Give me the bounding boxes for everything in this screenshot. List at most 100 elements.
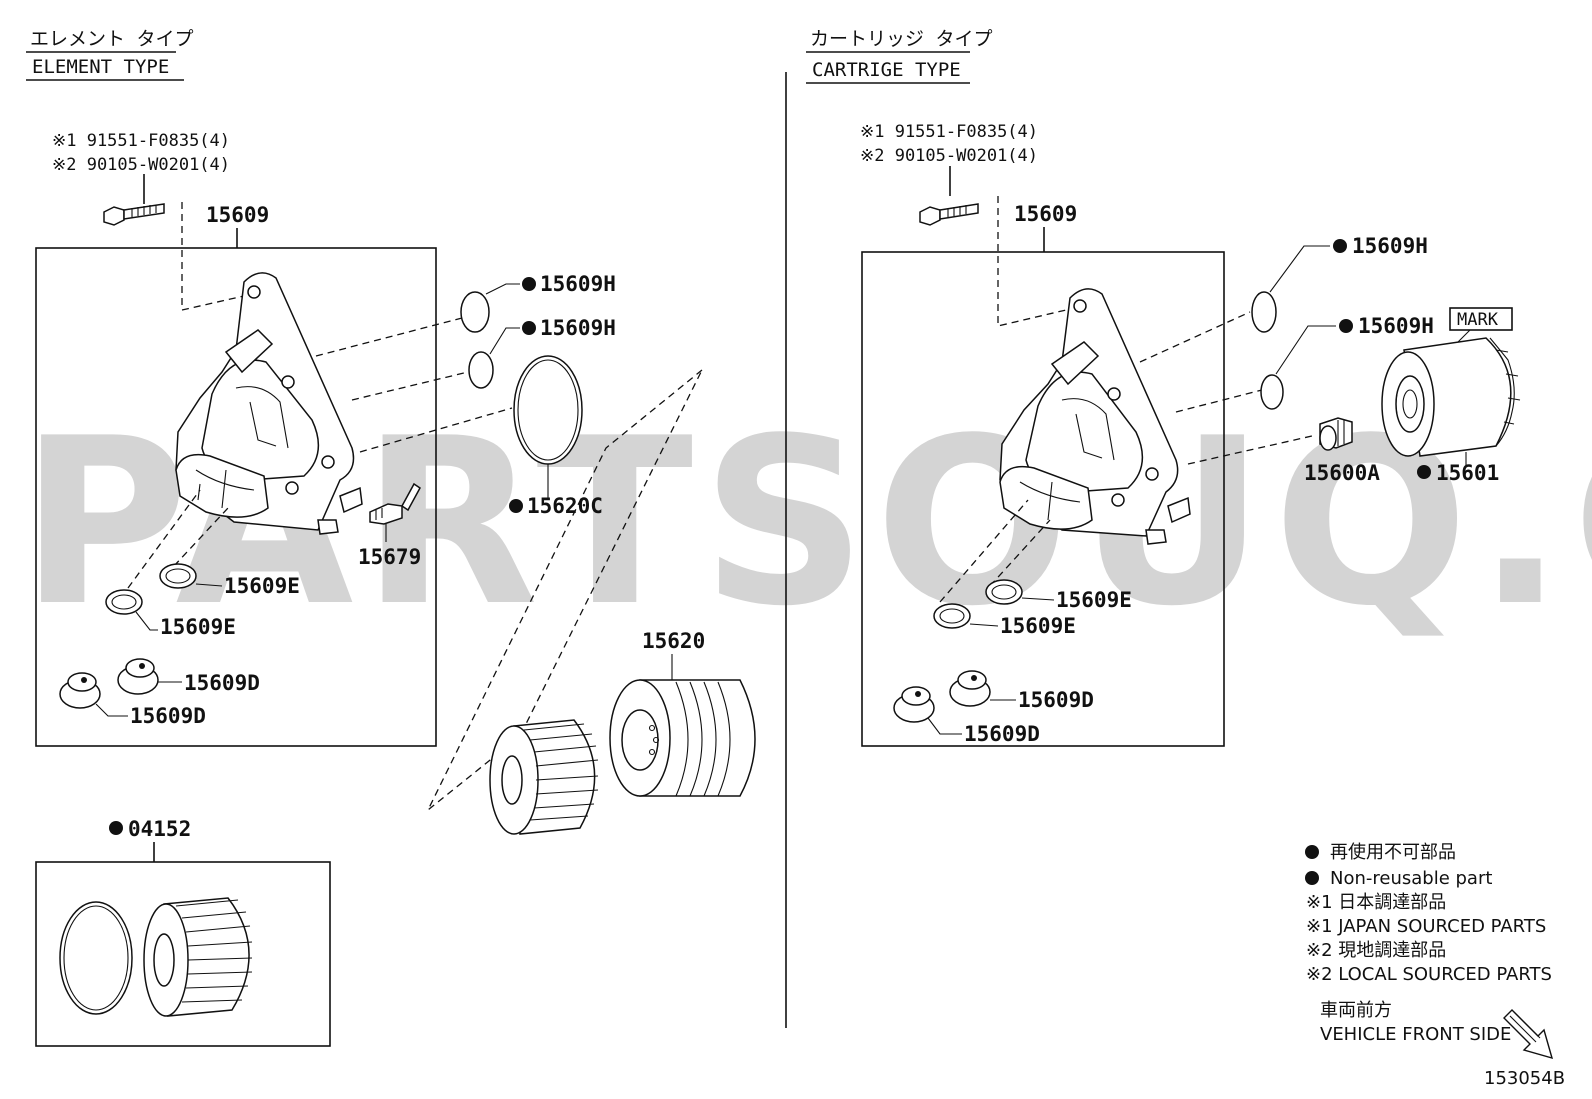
left-oring-lower-dot-icon [522, 321, 536, 335]
figure-id: 153054B [1484, 1068, 1565, 1089]
right-gasket-1-icon [985, 579, 1023, 605]
left-oring-lower-leader [489, 327, 520, 355]
left-cap-icon [609, 679, 756, 797]
legend-front-jp: 車両前方 [1320, 1000, 1392, 1021]
left-housing-label: 15609 [206, 203, 269, 227]
left-oring-upper-icon [460, 291, 490, 333]
right-title-jp: カートリッジ タイプ [810, 28, 992, 50]
right-dash-oring-2 [1175, 389, 1263, 413]
left-bolt-note-1: ※1 91551-F0835(4) [52, 131, 230, 151]
left-oring-upper-label: 15609H [540, 272, 616, 296]
left-panel: エレメント タイプ ELEMENT TYPE ※1 91551-F0835(4)… [26, 28, 756, 1047]
legend-note1-jp: ※1 日本調達部品 [1306, 892, 1446, 913]
left-big-oring-label: 15620C [527, 494, 603, 518]
legend: 再使用不可部品 Non-reusable part ※1 日本調達部品 ※1 J… [1305, 842, 1554, 1060]
right-oring-upper-dot-icon [1333, 239, 1347, 253]
left-kit-label: 04152 [128, 817, 191, 841]
right-filter-icon [1381, 337, 1521, 457]
left-bolt-icon [103, 203, 165, 226]
left-oring-lower-label: 15609H [540, 316, 616, 340]
right-dash-gasket-2 [989, 519, 1051, 587]
right-oring-upper-icon [1251, 291, 1277, 333]
left-oring-lower-icon [468, 351, 494, 389]
left-plug-1-icon [117, 658, 159, 695]
right-filter-dot-icon [1417, 465, 1431, 479]
left-dash-gasket-1 [127, 489, 201, 589]
left-kit-oring-icon [59, 901, 133, 1015]
right-union-icon [1319, 417, 1353, 451]
right-union-label: 15600A [1304, 461, 1380, 485]
right-oring-upper-leader [1269, 245, 1330, 293]
right-gasket-2-inner [939, 608, 965, 624]
left-housing-frame [35, 247, 437, 747]
left-oring-upper-leader [485, 283, 520, 295]
right-gasket-1-leader [1021, 597, 1055, 601]
left-cap-label: 15620 [642, 629, 705, 653]
right-gasket-1-label: 15609E [1056, 588, 1132, 612]
right-plug-1-label: 15609D [1018, 688, 1094, 712]
legend-nonreusable-en: Non-reusable part [1330, 868, 1492, 889]
right-bolt-icon [919, 203, 979, 226]
right-mark-label: MARK [1457, 310, 1499, 330]
right-plug-2-label: 15609D [964, 722, 1040, 746]
left-plug-1-label: 15609D [184, 671, 260, 695]
right-title-en: CARTRIGE TYPE [812, 59, 961, 81]
right-panel: カートリッジ タイプ CARTRIGE TYPE ※1 91551-F0835(… [806, 28, 1521, 747]
right-gasket-2-label: 15609E [1000, 614, 1076, 638]
left-big-oring-inner [517, 359, 579, 461]
left-gasket-1-inner [165, 568, 191, 584]
left-housing-icon [175, 272, 363, 535]
right-dash-gasket-1 [939, 499, 1029, 603]
right-housing-label: 15609 [1014, 202, 1077, 226]
front-arrow-icon [1503, 1009, 1554, 1060]
right-plug-2-icon [893, 686, 935, 723]
legend-note2-en: ※2 LOCAL SOURCED PARTS [1306, 964, 1552, 985]
right-gasket-2-icon [933, 603, 971, 629]
left-dash-oring-1 [315, 317, 463, 357]
left-oring-upper-dot-icon [522, 277, 536, 291]
left-big-oring-icon [513, 355, 583, 465]
right-oring-lower-label: 15609H [1358, 314, 1434, 338]
left-kit-dot-icon [109, 821, 123, 835]
legend-note2-jp: ※2 現地調達部品 [1306, 940, 1446, 961]
left-dash-oring-2 [351, 371, 469, 401]
right-bolt-note-2: ※2 90105-W0201(4) [860, 146, 1038, 166]
left-switch-icon [369, 482, 421, 525]
left-plug-2-icon [59, 672, 101, 709]
right-mark-box [1449, 307, 1513, 331]
right-dash-union [1187, 435, 1313, 465]
right-oring-lower-leader [1275, 325, 1336, 375]
left-kit-oring-inner [63, 905, 129, 1011]
left-cap-dashline [427, 369, 703, 811]
left-bolt-note-2: ※2 90105-W0201(4) [52, 155, 230, 175]
right-dash-oring-1 [1139, 311, 1251, 363]
left-gasket-2-label: 15609E [160, 615, 236, 639]
left-gasket-2-icon [105, 589, 143, 615]
left-bolt-dashline [181, 202, 245, 311]
left-plug-2-label: 15609D [130, 704, 206, 728]
left-element-icon [489, 719, 599, 835]
legend-dot-en-icon [1305, 871, 1319, 885]
right-oring-upper-label: 15609H [1352, 234, 1428, 258]
right-plug-1-icon [949, 670, 991, 707]
legend-nonreusable-jp: 再使用不可部品 [1330, 842, 1456, 863]
right-bolt-note-1: ※1 91551-F0835(4) [860, 122, 1038, 142]
left-title-jp: エレメント タイプ [30, 28, 193, 50]
right-gasket-2-leader [969, 623, 999, 627]
right-oring-lower-dot-icon [1339, 319, 1353, 333]
left-switch-label: 15679 [358, 545, 421, 569]
right-gasket-1-inner [991, 584, 1017, 600]
left-title-en: ELEMENT TYPE [32, 56, 169, 78]
left-dash-gasket-2 [173, 507, 229, 567]
right-oring-lower-icon [1260, 374, 1284, 410]
legend-front-en: VEHICLE FRONT SIDE [1320, 1024, 1511, 1045]
right-housing-frame [861, 251, 1225, 747]
left-gasket-1-leader [195, 583, 223, 587]
left-big-oring-dot-icon [509, 499, 523, 513]
left-gasket-1-icon [159, 563, 197, 589]
right-filter-label: 15601 [1436, 461, 1499, 485]
right-housing-icon [999, 288, 1191, 545]
left-gasket-2-leader [135, 611, 158, 631]
left-kit-element-icon [143, 897, 253, 1017]
